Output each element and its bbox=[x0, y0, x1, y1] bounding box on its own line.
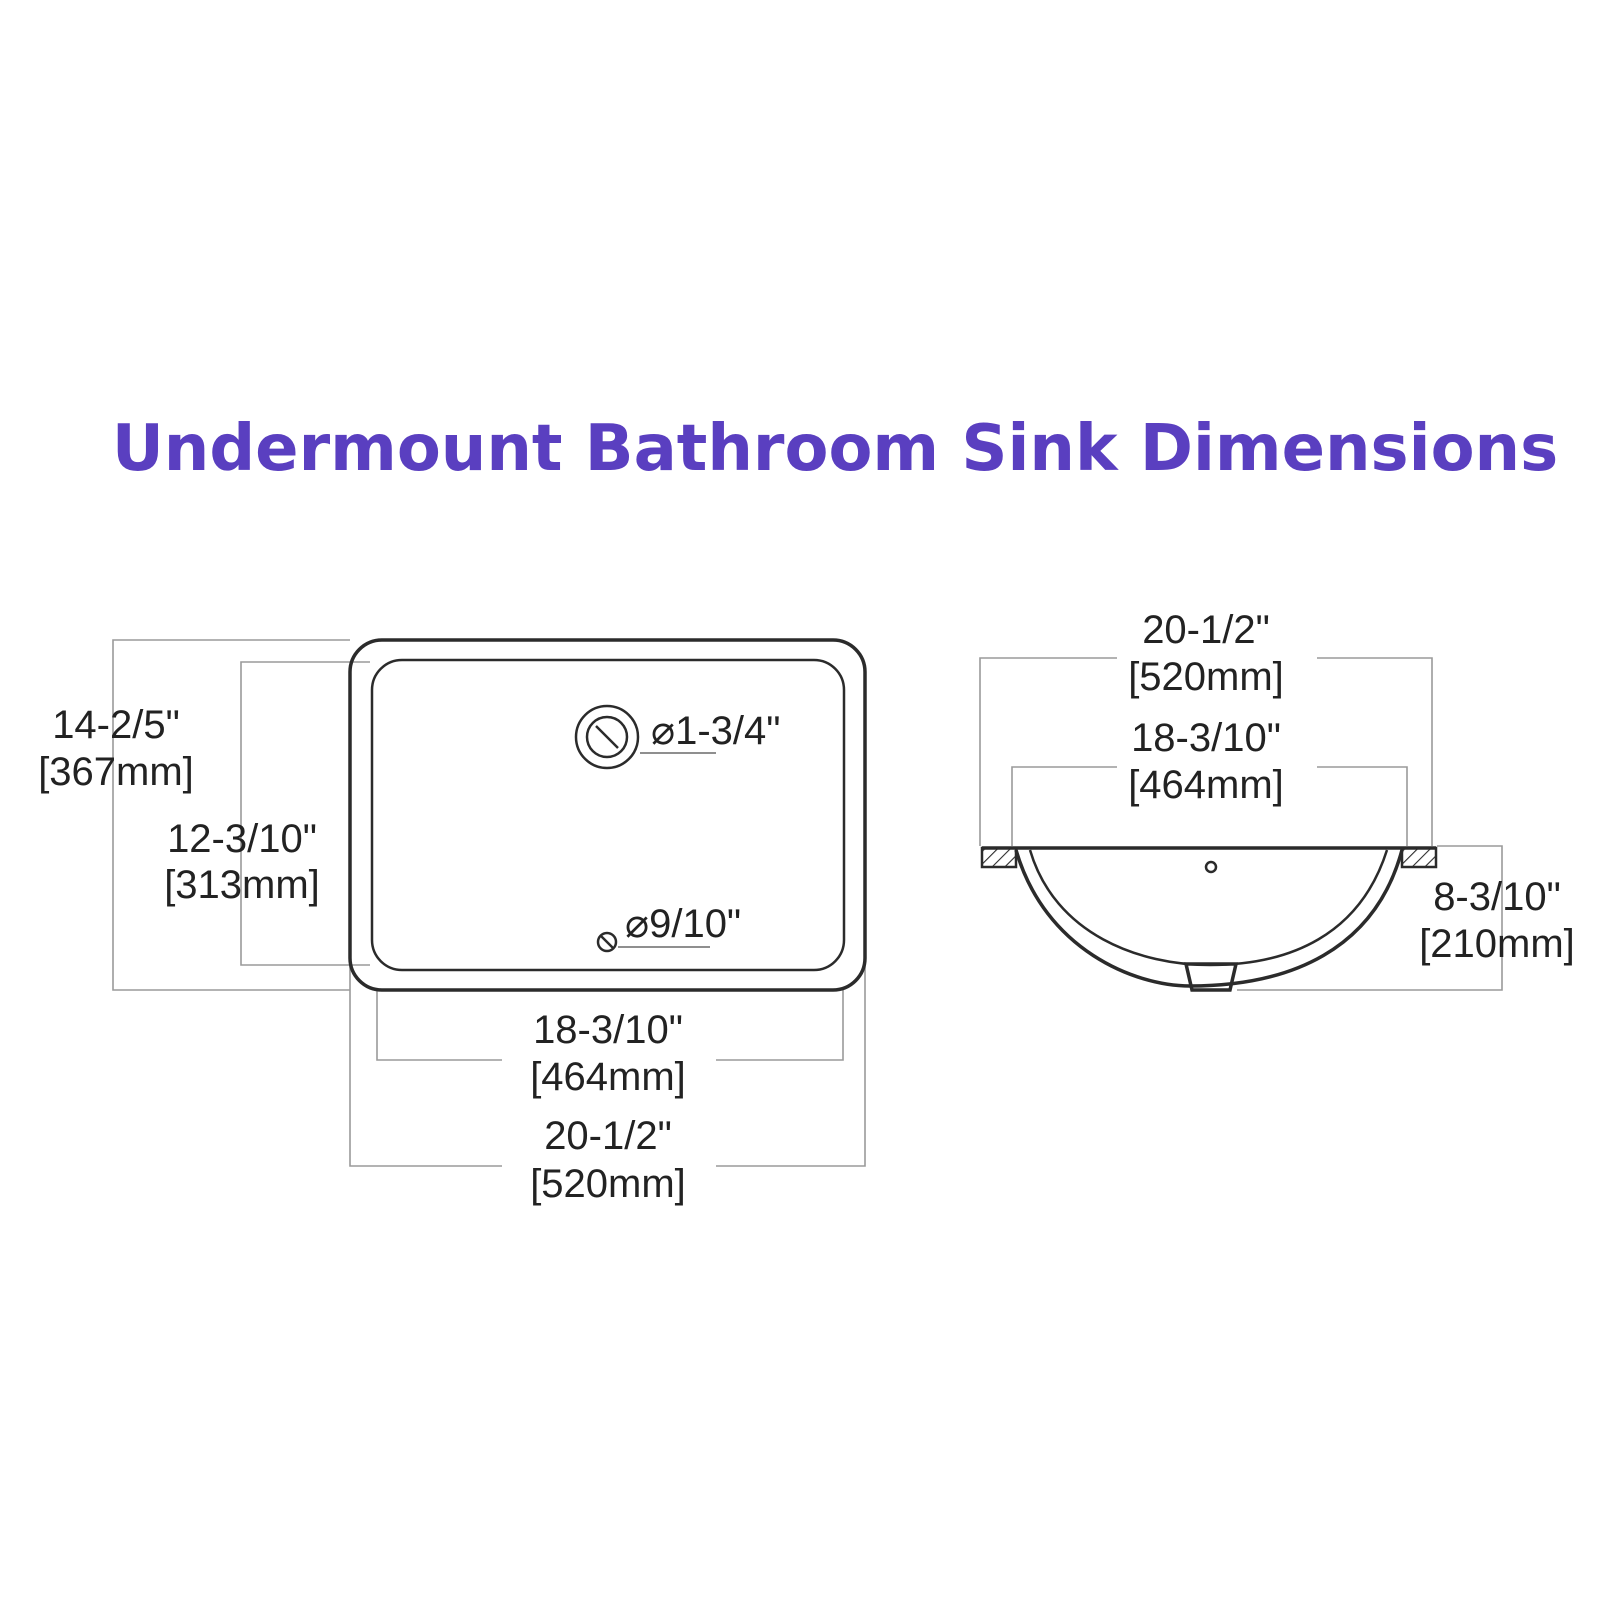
inner-depth-dimension-line bbox=[240, 661, 370, 966]
sink-outer-rim bbox=[348, 638, 867, 992]
side-height-mm: [210mm] bbox=[1419, 922, 1575, 966]
overall-width-inches: 20-1/2" bbox=[544, 1114, 672, 1158]
sink-basin bbox=[370, 658, 846, 972]
drain-slash-icon bbox=[595, 725, 619, 749]
side-height-inches: 8-3/10" bbox=[1433, 875, 1561, 919]
side-overall-width-mm: [520mm] bbox=[1128, 655, 1284, 699]
inner-width-dimension-line-left bbox=[376, 990, 502, 1061]
countertop-left-section bbox=[980, 846, 1018, 869]
side-height-dimension-line bbox=[1237, 845, 1503, 991]
overall-width-dimension-line-right bbox=[716, 960, 866, 1167]
overall-depth-mm: [367mm] bbox=[38, 750, 194, 794]
drain-outer-icon bbox=[574, 704, 640, 770]
inner-width-dimension-line-right bbox=[716, 990, 844, 1061]
side-view: 20-1/2" [520mm] 18-3/10" [464mm] 8-3/10"… bbox=[979, 608, 1575, 992]
side-inner-width-dimension-line-left bbox=[1011, 766, 1117, 846]
overall-width-dimension-line-left bbox=[349, 960, 502, 1167]
overflow-diameter-label: ⌀9/10" bbox=[625, 902, 741, 946]
overflow-hole-side-icon bbox=[1204, 860, 1218, 874]
side-overall-width-dimension-line-right bbox=[1317, 657, 1433, 846]
overall-depth-inches: 14-2/5" bbox=[52, 703, 180, 747]
inner-depth-mm: [313mm] bbox=[164, 863, 320, 907]
page-title: Undermount Bathroom Sink Dimensions bbox=[112, 412, 1558, 486]
side-inner-width-mm: [464mm] bbox=[1128, 763, 1284, 807]
overall-width-mm: [520mm] bbox=[530, 1162, 686, 1206]
inner-depth-inches: 12-3/10" bbox=[167, 817, 317, 861]
drain-tailpiece bbox=[1183, 962, 1239, 992]
side-inner-width-dimension-line-right bbox=[1317, 766, 1408, 846]
inner-width-inches: 18-3/10" bbox=[533, 1008, 683, 1052]
top-view: 14-2/5" [367mm] 12-3/10" [313mm] ⌀1-3/4"… bbox=[38, 638, 867, 1206]
drain-inner-icon bbox=[585, 715, 629, 759]
side-overall-width-inches: 20-1/2" bbox=[1142, 608, 1270, 652]
countertop-right-section bbox=[1400, 846, 1438, 869]
side-inner-width-inches: 18-3/10" bbox=[1131, 716, 1281, 760]
inner-width-mm: [464mm] bbox=[530, 1055, 686, 1099]
side-overall-width-dimension-line-left bbox=[979, 657, 1117, 846]
drain-diameter-label: ⌀1-3/4" bbox=[651, 709, 780, 753]
overall-depth-dimension-line bbox=[112, 639, 350, 991]
overflow-hole-icon bbox=[596, 931, 618, 953]
overflow-slash-icon bbox=[600, 935, 614, 949]
